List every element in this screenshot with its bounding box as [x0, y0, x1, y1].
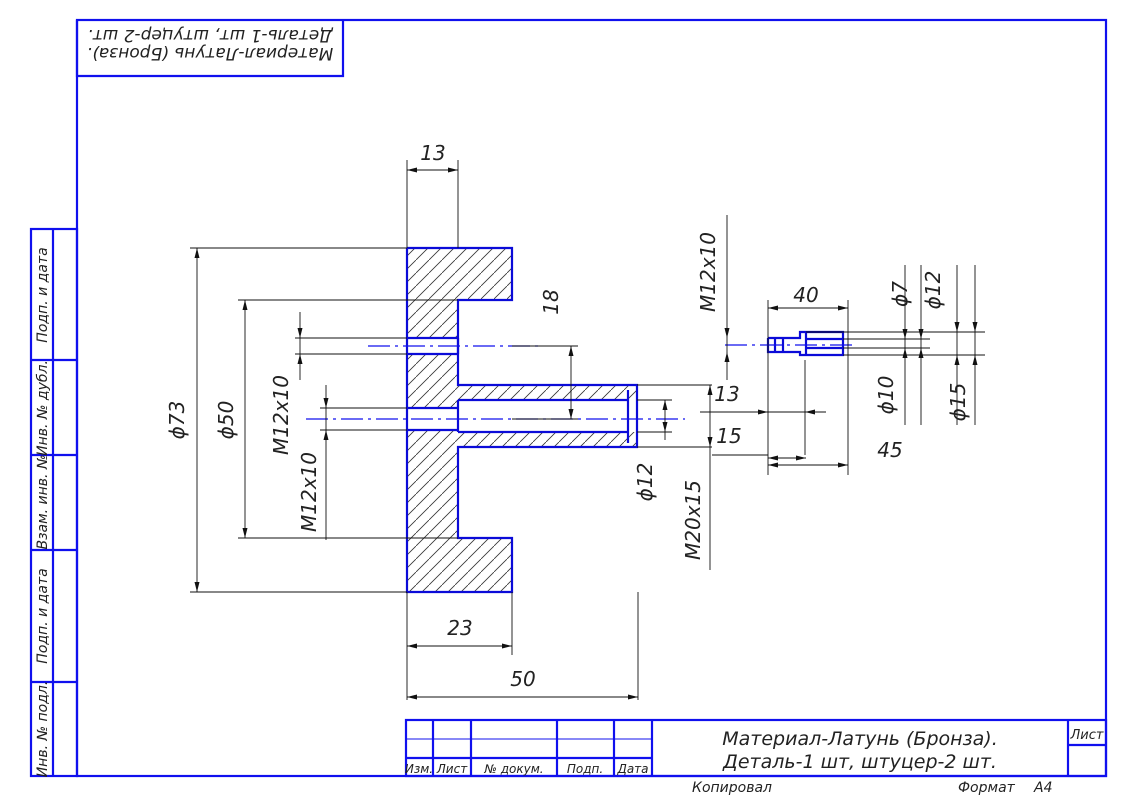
footer-format-value: А4: [1033, 780, 1052, 796]
flange-hatch-mid-wall: [407, 354, 458, 408]
title-block: Изм. Лист № докум. Подп. Дата Материал-Л…: [405, 718, 1108, 778]
side-label-inv-podl: Инв. № подл.: [35, 681, 51, 778]
title-col-dokum: № докум.: [483, 762, 543, 776]
title-col-izm: Изм.: [405, 762, 433, 776]
spigot-hatch-bottom: [458, 432, 637, 447]
stamp-line-2: Деталь-1 шт, штуцер-2 шт.: [87, 25, 333, 45]
dim-phi12-bore: ϕ12: [633, 463, 657, 502]
side-label-inv-dubl: Инв. № дубл.: [35, 360, 51, 456]
dim-15-right: 15: [716, 424, 741, 448]
title-col-podp: Подп.: [567, 762, 603, 776]
footer-format: Формат: [958, 780, 1016, 796]
dim-m20x15: М20х15: [681, 480, 705, 560]
dim-m12-left-upper: М12х10: [269, 375, 293, 455]
dim-40: 40: [793, 283, 818, 307]
dim-23: 23: [447, 616, 472, 640]
stamp-line-1: Материал-Латунь (Бронза).: [87, 43, 334, 63]
title-quantity: Деталь-1 шт, штуцер-2 шт.: [722, 751, 997, 773]
dim-m12-left-lower: М12х10: [297, 452, 321, 532]
dim-phi10: ϕ10: [874, 376, 898, 415]
flange-hatch-top: [407, 248, 512, 300]
dim-phi12-fitting: ϕ12: [921, 271, 945, 310]
dimension-labels: 13 ϕ73 ϕ50 М12х10 М12х10 18 23 50 ϕ12 М2…: [165, 141, 970, 691]
material-stamp: Материал-Латунь (Бронза). Деталь-1 шт, ш…: [75, 20, 345, 78]
fitting-view: [725, 330, 855, 357]
dim-45: 45: [877, 438, 902, 462]
dimension-lines: [190, 160, 985, 700]
dim-18: 18: [539, 289, 563, 314]
footer-copied: Копировал: [692, 780, 772, 796]
part-section: [306, 246, 685, 594]
side-label-vzam-inv: Взам. инв. №: [35, 454, 51, 549]
dim-13-top: 13: [420, 141, 445, 165]
dim-phi73: ϕ73: [165, 401, 189, 440]
flange-hatch-lower-wall: [407, 430, 458, 538]
dimension-arrows: [194, 167, 978, 700]
left-side-strip: Подп. и дата Инв. № дубл. Взам. инв. № П…: [29, 227, 79, 778]
dim-m12-fitting: М12х10: [696, 232, 720, 312]
title-col-list: Лист: [436, 762, 468, 776]
flange-hatch-bottom: [407, 538, 512, 592]
spigot-hatch-top: [458, 385, 637, 400]
dim-phi7: ϕ7: [888, 281, 912, 307]
title-material: Материал-Латунь (Бронза).: [722, 728, 998, 750]
side-label-podp-data-bottom: Подп. и дата: [35, 568, 51, 663]
side-label-podp-data-top: Подп. и дата: [35, 247, 51, 342]
dim-13-right: 13: [714, 382, 739, 406]
dim-50-length: 50: [510, 667, 535, 691]
dim-phi50: ϕ50: [214, 401, 238, 440]
title-sheet-label: Лист: [1070, 728, 1104, 743]
title-col-data: Дата: [616, 762, 648, 776]
flange-hatch-upper-wall: [407, 300, 458, 338]
dim-phi15: ϕ15: [946, 383, 970, 422]
